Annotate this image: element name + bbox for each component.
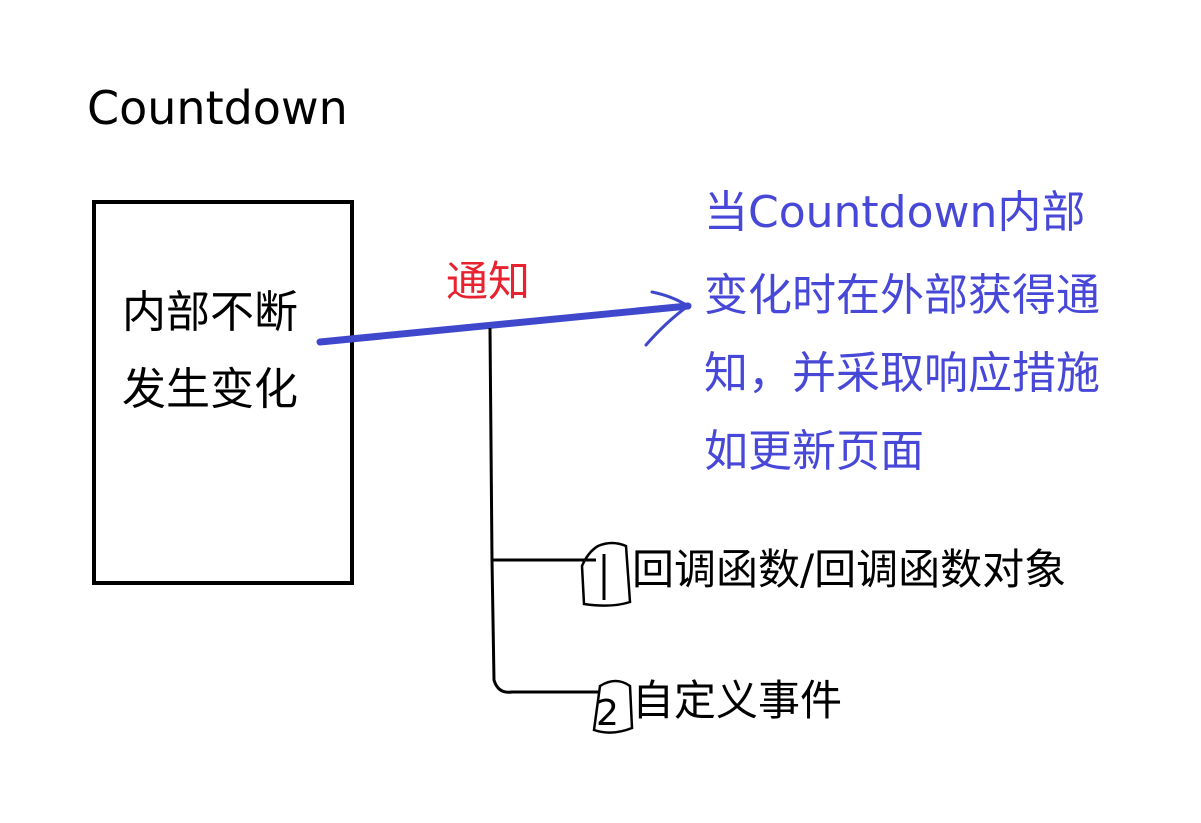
marker-2-outline — [592, 679, 634, 734]
branch-trunk — [488, 327, 600, 694]
marker-2-glyph: 2 — [596, 693, 619, 734]
box-text-line-2: 发生变化 — [122, 364, 298, 415]
description-line-3: 知，并采取响应措施 — [704, 348, 1100, 399]
countdown-box — [92, 200, 354, 585]
description-line-4: 如更新页面 — [704, 426, 924, 477]
option-custom-event-label: 自定义事件 — [632, 676, 843, 725]
notify-label: 通知 — [446, 257, 531, 306]
description-line-2: 变化时在外部获得通 — [704, 270, 1100, 321]
box-text-line-1: 内部不断 — [122, 287, 298, 338]
notify-arrow-shaft — [316, 302, 692, 346]
diagram-title: Countdown — [87, 81, 348, 135]
marker-1-outline — [580, 541, 632, 607]
notify-arrow-head — [644, 290, 691, 347]
description-line-1: 当Countdown内部 — [704, 187, 1086, 238]
option-callback-label: 回调函数/回调函数对象 — [632, 545, 1067, 594]
